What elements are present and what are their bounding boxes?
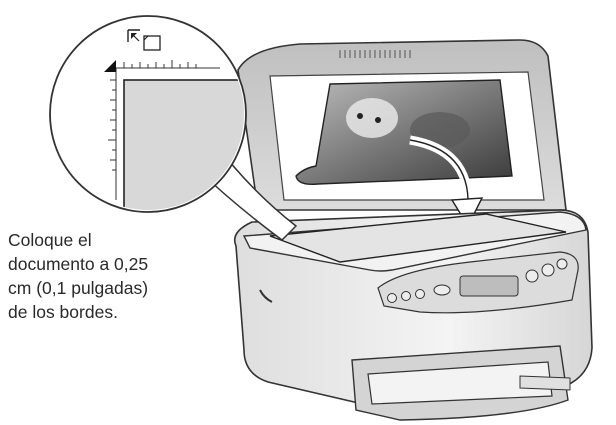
lid-ribs xyxy=(340,50,410,58)
instruction-line: Coloque el xyxy=(8,228,208,252)
photo-document xyxy=(296,80,512,184)
lcd-display xyxy=(460,276,518,296)
instruction-line: documento a 0,25 xyxy=(8,252,208,276)
instruction-line: cm (0,1 pulgadas) xyxy=(8,276,208,300)
instruction-line: de los bordes. xyxy=(8,300,208,324)
instruction-text: Coloque el documento a 0,25 cm (0,1 pulg… xyxy=(8,228,208,324)
